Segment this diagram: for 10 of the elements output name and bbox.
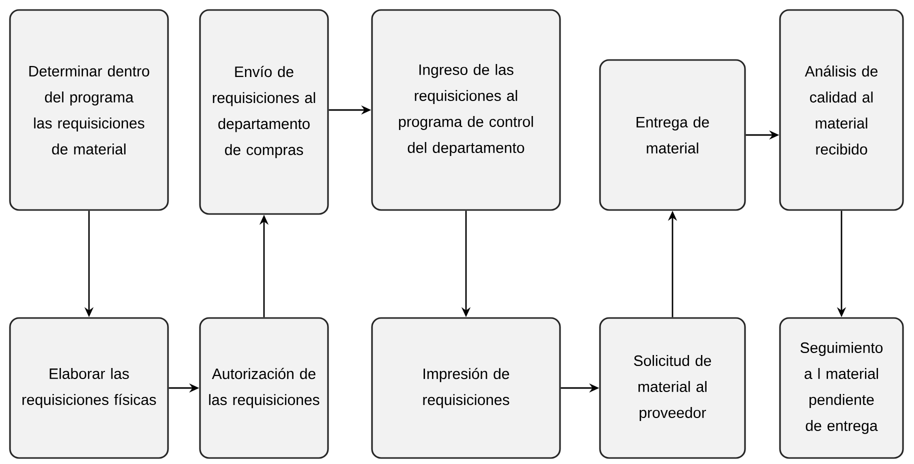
process-box: Determinar dentro del programa las requisiciones de material xyxy=(9,9,169,211)
process-box: Entrega de material xyxy=(599,59,746,211)
process-box: Análisis de calidad al material recibido xyxy=(779,9,904,211)
process-box: Seguimiento a l material pendiente de entrega xyxy=(779,317,904,459)
process-box: Autorización de las requisiciones xyxy=(199,317,329,459)
process-box: Envío de requisiciones al departamento de compras xyxy=(199,9,329,215)
process-box: Elaborar las requisiciones físicas xyxy=(9,317,169,459)
process-box: Impresión de requisiciones xyxy=(371,317,561,459)
process-box: Solicitud de material al proveedor xyxy=(599,317,746,459)
process-box: Ingreso de las requisiciones al programa de control del departamento xyxy=(371,9,561,211)
